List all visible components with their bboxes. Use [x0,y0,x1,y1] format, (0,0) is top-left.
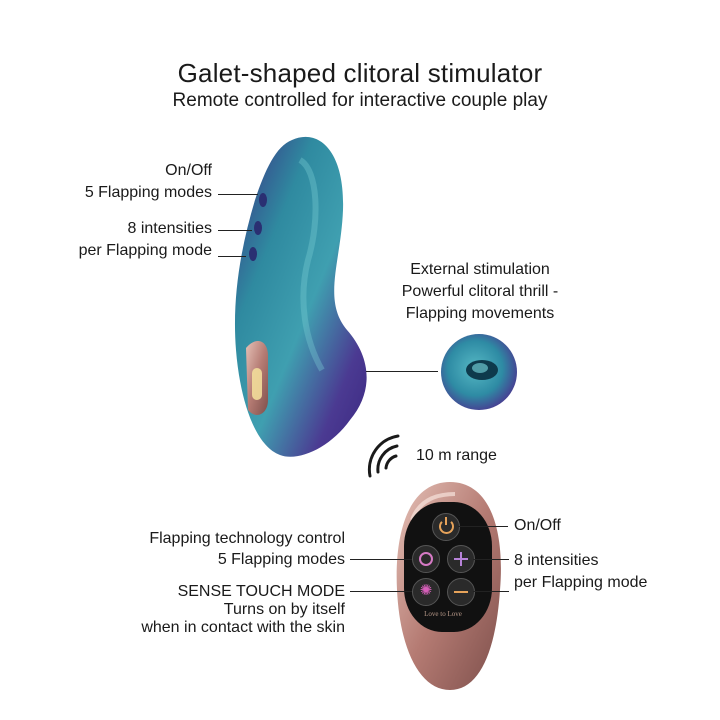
minus-icon [454,591,468,593]
label-range: 10 m range [416,447,497,464]
remote-brand-label: Love to Love [424,610,462,618]
label-clitoral-thrill: Powerful clitoral thrill - [401,283,559,300]
page-subtitle: Remote controlled for interactive couple… [172,90,548,111]
leader-line [458,526,508,527]
stimulator-device [234,136,367,457]
leader-line [218,256,246,257]
page-title: Galet-shaped clitoral stimulator [177,58,543,88]
mode-icon [419,552,433,566]
leader-line [350,559,412,560]
label-intensities-device: 8 intensities [127,220,213,237]
label-intensities-remote: 8 intensities [514,552,599,569]
remote-minus-button[interactable] [447,578,475,606]
stimulator-head-closeup [441,334,517,410]
sense-touch-icon: ✺ [419,582,433,599]
leader-line [218,194,258,195]
leader-line [473,591,509,592]
remote-power-button[interactable] [432,513,460,541]
label-skin-contact: when in contact with the skin [141,619,345,636]
label-sense-touch: SENSE TOUCH MODE [177,583,345,600]
leader-line [473,559,509,560]
label-onoff-remote: On/Off [514,517,561,534]
remote-sense-touch-button[interactable]: ✺ [412,578,440,606]
label-intensities-device-sub: per Flapping mode [78,242,212,259]
leader-line [218,230,252,231]
remote-mode-button[interactable] [412,545,440,573]
label-intensities-remote-sub: per Flapping mode [514,574,648,591]
label-flapping-modes-device: 5 Flapping modes [84,184,212,201]
label-flapping-modes-remote: 5 Flapping modes [217,551,345,568]
leader-line [366,371,438,372]
label-turns-on: Turns on by itself [223,601,345,618]
label-external-stimulation: External stimulation [410,261,550,278]
label-flapping-movements: Flapping movements [405,305,555,322]
remote-plus-button[interactable] [447,545,475,573]
wifi-signal-icon [367,434,400,478]
label-onoff-device: On/Off [165,162,212,179]
leader-line [350,591,412,592]
label-technology-control: Flapping technology control [149,530,345,547]
power-icon [439,519,454,534]
